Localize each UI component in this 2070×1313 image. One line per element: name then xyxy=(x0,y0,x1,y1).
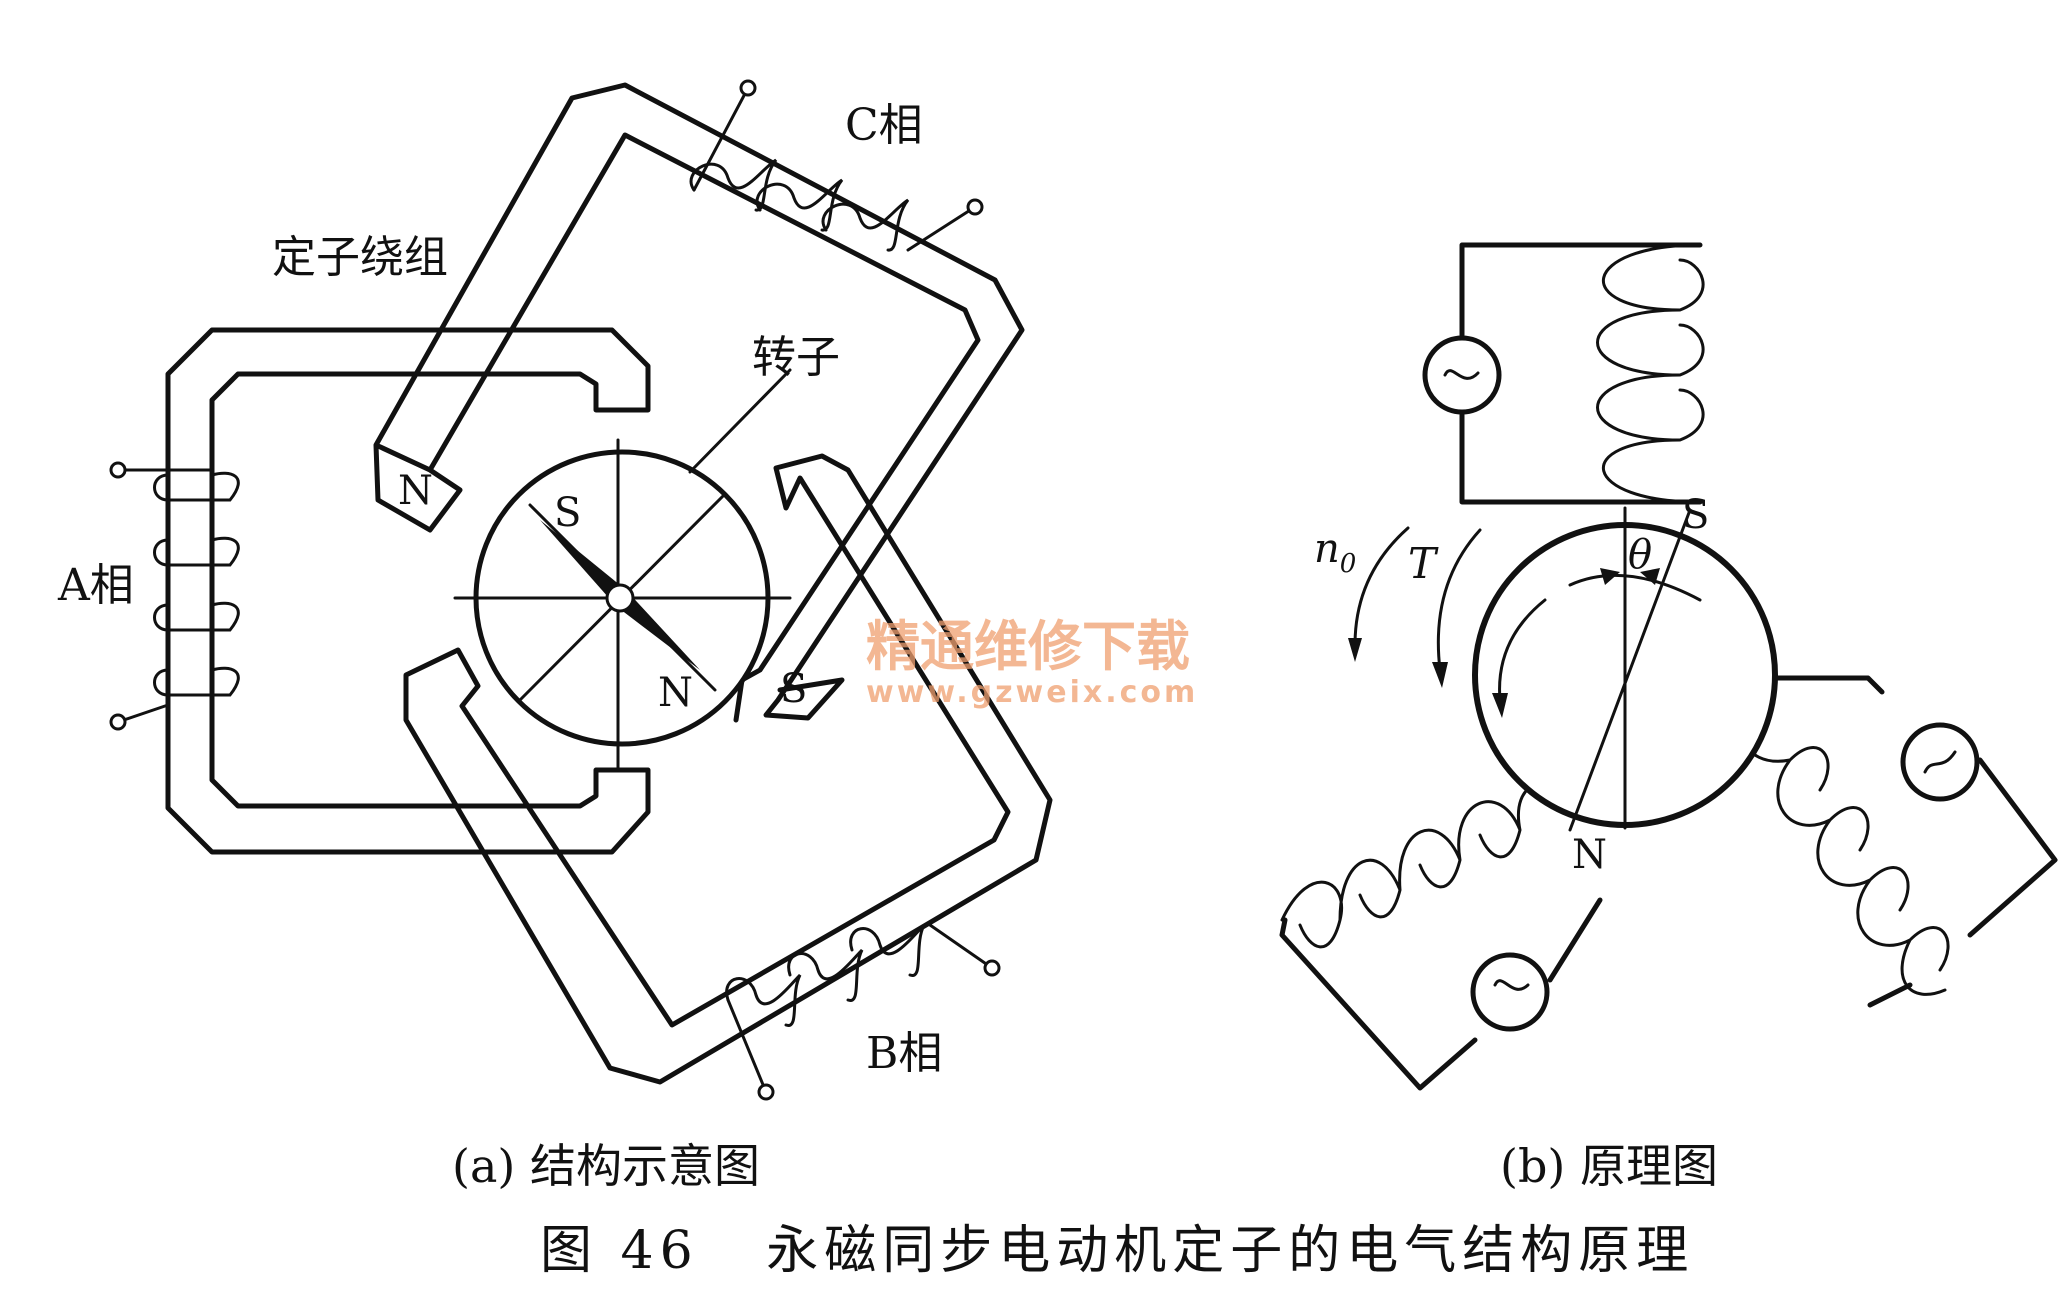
core-a-phase xyxy=(165,327,651,855)
figure-caption: 图 46 永磁同步电动机定子的电气结构原理 xyxy=(540,1221,1694,1281)
label-rotor: 转子 xyxy=(752,332,840,383)
label-rotor-n: N xyxy=(1572,832,1607,878)
rotor xyxy=(453,368,792,772)
structure-diagram: C相 A相 B相 定子绕组 转子 N S S N (a) 结构示意图 xyxy=(57,79,1053,1193)
label-torque: T xyxy=(1408,539,1439,588)
rotor-pole-s: S xyxy=(554,490,581,536)
caption-a: (a) 结构示意图 xyxy=(452,1139,760,1193)
coil-a-phase xyxy=(109,461,240,731)
stator-pole-n: N xyxy=(398,468,433,514)
rotor-axis xyxy=(1568,508,1692,832)
coil-bottom-right xyxy=(1735,675,2058,1008)
label-a-phase: A相 xyxy=(57,560,134,611)
watermark-line2: www.gzweix.com xyxy=(866,675,1198,710)
label-n0: n0 xyxy=(1314,526,1356,579)
label-c-phase: C相 xyxy=(845,100,923,151)
coil-top xyxy=(1422,242,1705,505)
label-stator-winding: 定子绕组 xyxy=(272,232,448,283)
core-b-phase xyxy=(403,453,1053,1085)
coil-bottom-left xyxy=(1279,781,1603,1091)
label-n0-sub: 0 xyxy=(1340,549,1357,579)
coil-c-phase xyxy=(689,79,984,252)
watermark-line1: 精通维修下载 xyxy=(866,615,1190,678)
watermark: 精通维修下载 www.gzweix.com xyxy=(866,615,1198,710)
rotor-pole-n: N xyxy=(658,670,693,716)
label-rotor-s: S xyxy=(1682,492,1709,538)
label-theta: θ xyxy=(1628,532,1652,578)
principle-diagram: n0 T θ S N (b) 原理图 xyxy=(1279,242,2058,1193)
stator-pole-s: S xyxy=(780,666,807,712)
label-b-phase: B相 xyxy=(866,1028,942,1079)
coil-b-phase xyxy=(725,923,1001,1101)
caption-b: (b) 原理图 xyxy=(1500,1139,1718,1193)
